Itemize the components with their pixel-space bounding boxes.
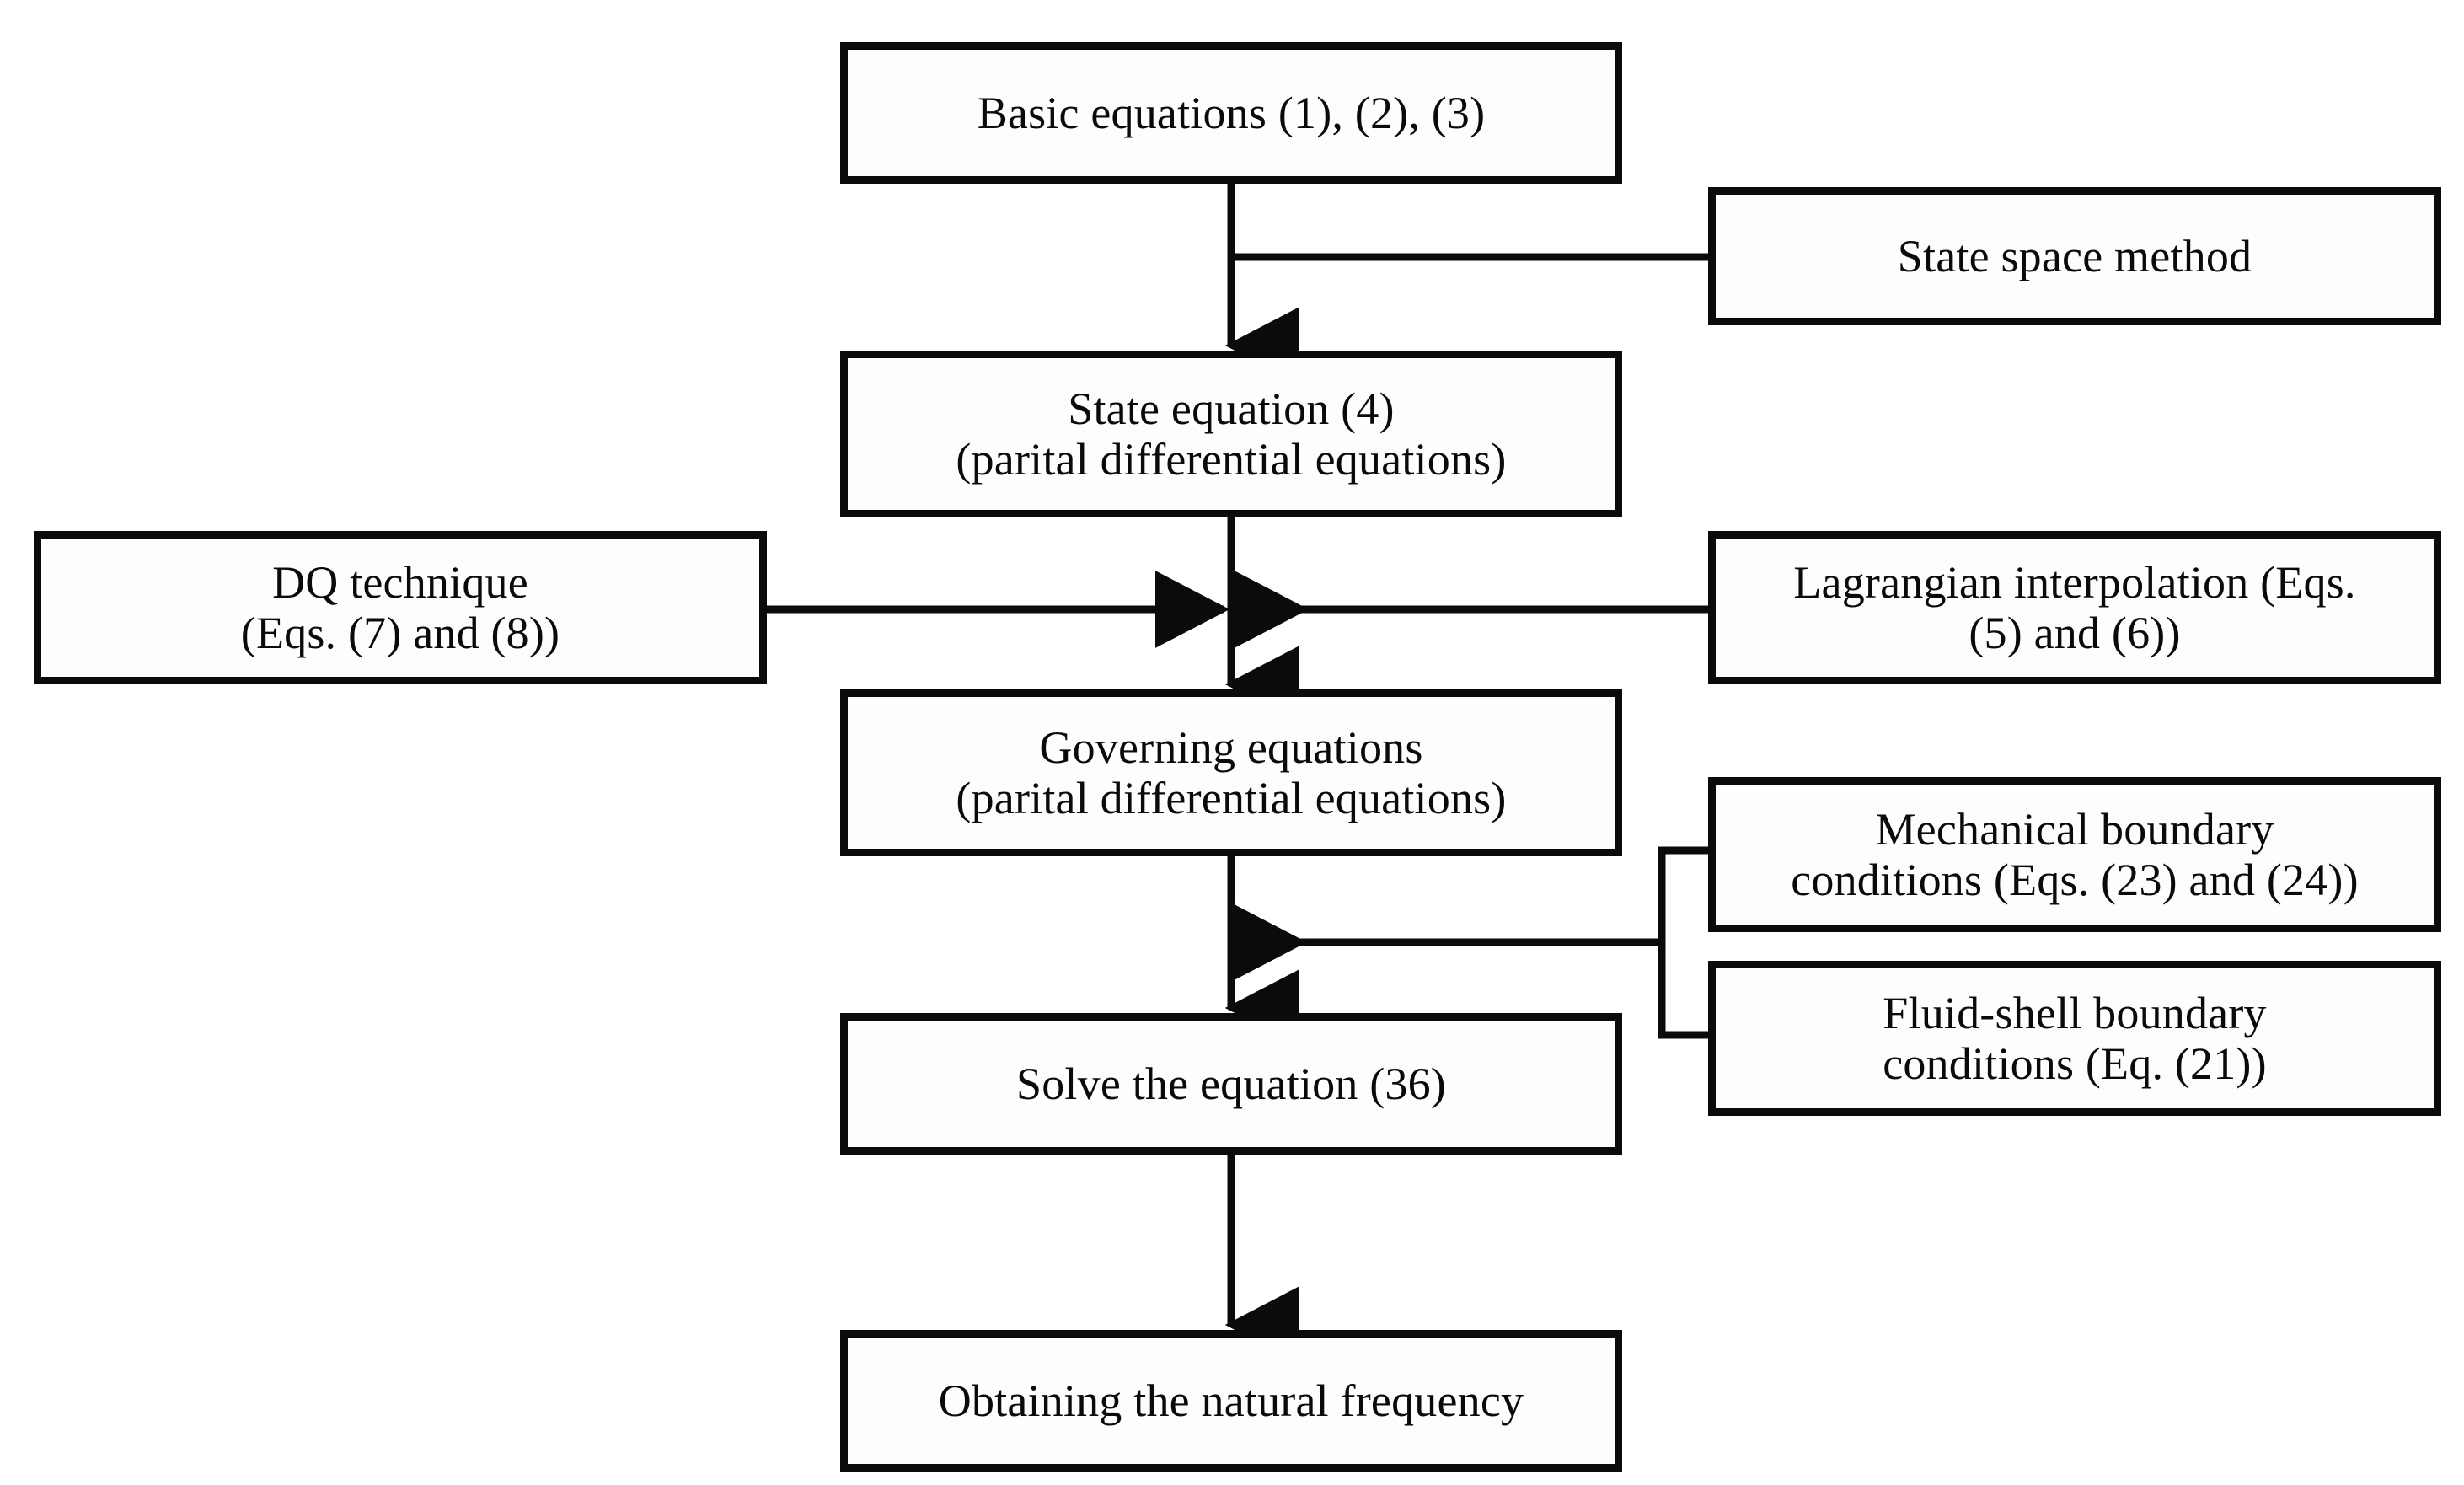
node-mechanical-boundary-conditions[interactable]: Mechanical boundary conditions (Eqs. (23… — [1708, 777, 2441, 932]
node-state-equation[interactable]: State equation (4) (parital differential… — [840, 351, 1622, 517]
node-dq-technique-label: DQ technique (Eqs. (7) and (8)) — [240, 556, 560, 658]
node-obtaining-natural-frequency-label: Obtaining the natural frequency — [938, 1375, 1524, 1426]
node-solve-the-equation[interactable]: Solve the equation (36) — [840, 1013, 1622, 1155]
node-governing-equations-label: Governing equations (parital differentia… — [956, 721, 1507, 823]
node-fluid-shell-boundary-conditions-label: Fluid-shell boundary conditions (Eq. (21… — [1883, 987, 2267, 1089]
node-state-space-method[interactable]: State space method — [1708, 187, 2441, 325]
node-mechanical-boundary-conditions-label: Mechanical boundary conditions (Eqs. (23… — [1791, 803, 2359, 905]
node-obtaining-natural-frequency[interactable]: Obtaining the natural frequency — [840, 1330, 1622, 1472]
node-basic-equations-label: Basic equations (1), (2), (3) — [977, 87, 1486, 138]
node-basic-equations[interactable]: Basic equations (1), (2), (3) — [840, 42, 1622, 184]
node-lagrangian-interpolation[interactable]: Lagrangian interpolation (Eqs. (5) and (… — [1708, 531, 2441, 684]
node-lagrangian-interpolation-label: Lagrangian interpolation (Eqs. (5) and (… — [1793, 556, 2356, 658]
node-fluid-shell-boundary-conditions[interactable]: Fluid-shell boundary conditions (Eq. (21… — [1708, 961, 2441, 1116]
node-governing-equations[interactable]: Governing equations (parital differentia… — [840, 689, 1622, 856]
node-dq-technique[interactable]: DQ technique (Eqs. (7) and (8)) — [34, 531, 767, 684]
node-state-space-method-label: State space method — [1897, 230, 2252, 281]
node-solve-the-equation-label: Solve the equation (36) — [1016, 1058, 1446, 1109]
node-state-equation-label: State equation (4) (parital differential… — [956, 383, 1507, 485]
